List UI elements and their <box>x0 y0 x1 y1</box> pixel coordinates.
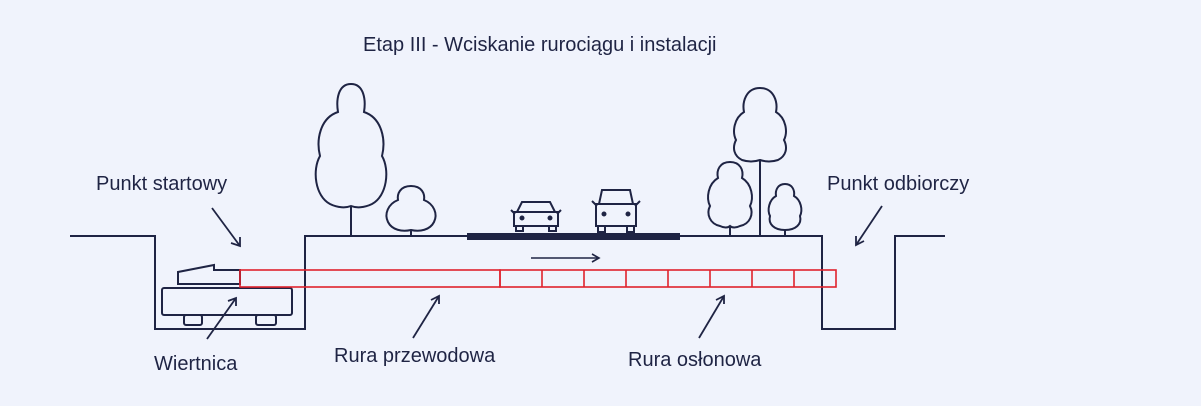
arrow-icon <box>211 207 241 248</box>
arrow-icon <box>698 294 725 339</box>
car-icon <box>591 189 641 233</box>
label-casing-pipe: Rura osłonowa <box>628 349 762 371</box>
product-pipe <box>239 269 501 288</box>
car-icon <box>510 201 562 232</box>
label-product-pipe: Rura przewodowa <box>334 345 496 367</box>
tree-icon <box>733 86 787 236</box>
label-receiving-point: Punkt odbiorczy <box>827 173 970 195</box>
tree-icon <box>385 184 437 236</box>
label-start-point: Punkt startowy <box>96 173 228 195</box>
arrow-icon <box>412 294 440 339</box>
arrow-icon <box>855 205 883 247</box>
arrow-icon <box>206 296 237 340</box>
tree-icon <box>767 182 803 236</box>
arrow-icon <box>531 253 601 263</box>
label-drilling-rig: Wiertnica <box>154 353 238 375</box>
road-surface <box>467 233 680 240</box>
pipe-assembly <box>239 269 837 288</box>
tree-icon <box>707 160 753 236</box>
drilling-rig-icon <box>161 263 293 326</box>
tree-icon <box>314 82 388 236</box>
diagram-title: Etap III - Wciskanie rurociągu i instala… <box>363 34 717 56</box>
callout-arrows <box>206 205 883 340</box>
